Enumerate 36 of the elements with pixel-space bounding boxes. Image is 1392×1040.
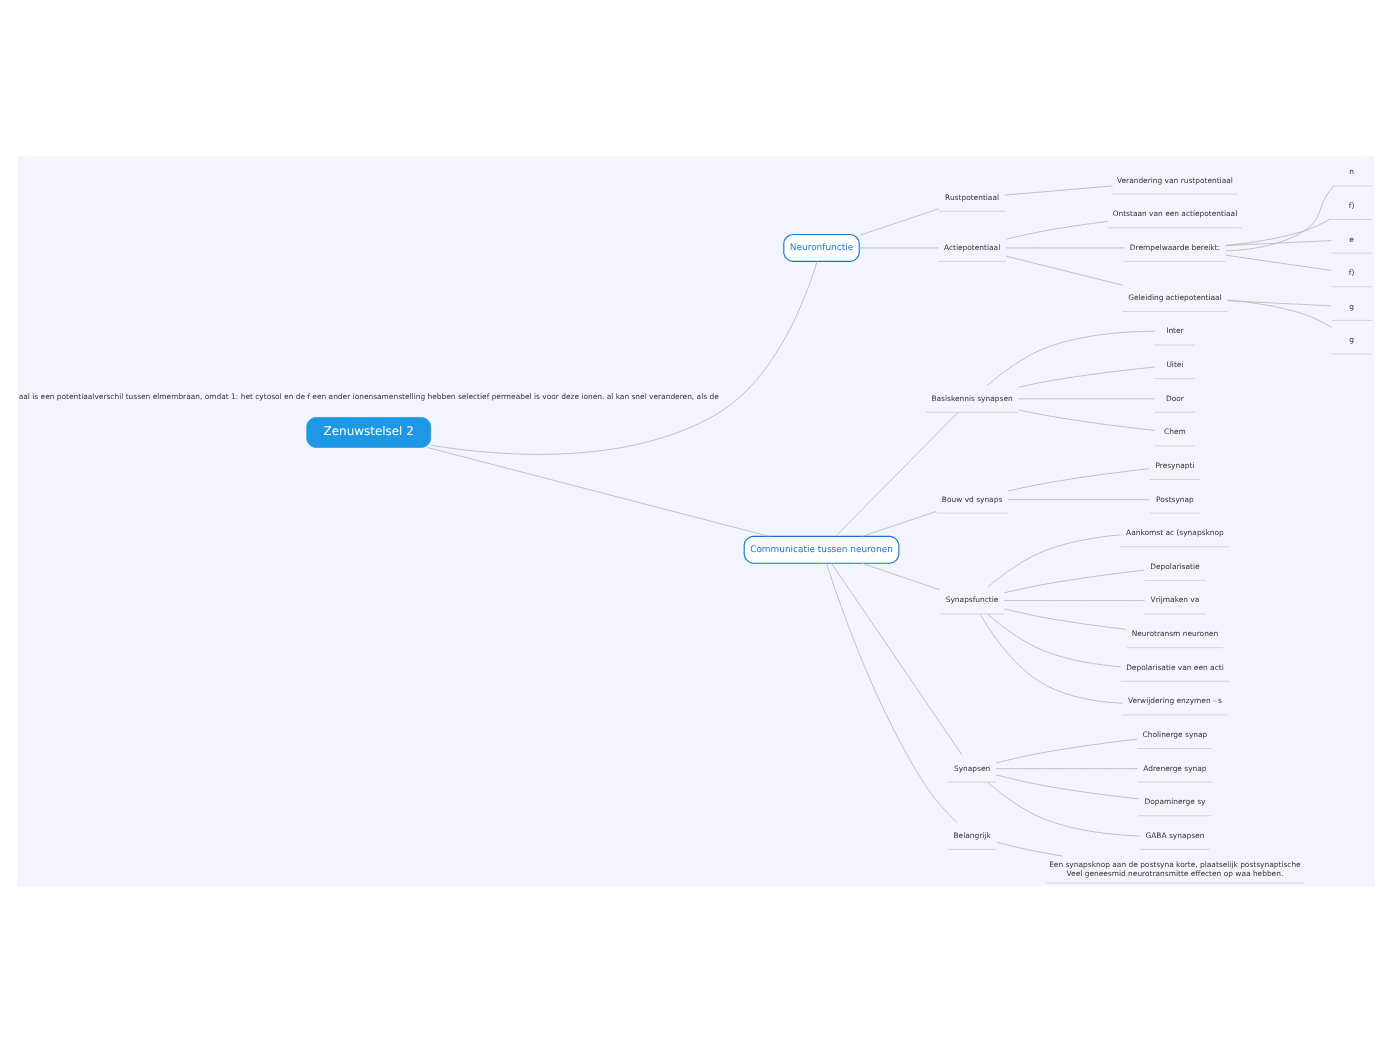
connector	[1007, 467, 1150, 491]
connector	[995, 773, 1139, 799]
connector	[861, 510, 937, 536]
connector	[979, 612, 1123, 703]
connector	[861, 561, 941, 590]
connector	[986, 780, 1141, 836]
connector	[1004, 568, 1145, 593]
connector	[858, 207, 940, 235]
connector	[1005, 246, 1125, 248]
connector	[1007, 498, 1151, 500]
connector	[831, 562, 963, 755]
connector	[986, 612, 1122, 667]
connector	[1225, 217, 1332, 245]
connector	[987, 533, 1122, 587]
connector	[1003, 607, 1127, 629]
connector	[826, 561, 958, 822]
connector	[835, 410, 959, 536]
connector	[1004, 184, 1113, 195]
connector	[1005, 254, 1123, 285]
connector	[1225, 239, 1332, 245]
connector	[1003, 599, 1146, 601]
connector	[995, 767, 1139, 769]
connector	[1225, 184, 1335, 251]
connector	[1018, 365, 1156, 387]
connector	[858, 246, 939, 248]
connector	[1005, 219, 1109, 239]
connector	[995, 737, 1138, 763]
connector	[1227, 298, 1332, 327]
connector	[1225, 253, 1332, 270]
connector	[426, 446, 770, 536]
connector	[430, 260, 818, 454]
connector	[986, 329, 1156, 385]
connector	[1018, 397, 1155, 399]
connector	[1226, 299, 1332, 306]
connector	[996, 840, 1064, 856]
connector	[1018, 408, 1156, 430]
